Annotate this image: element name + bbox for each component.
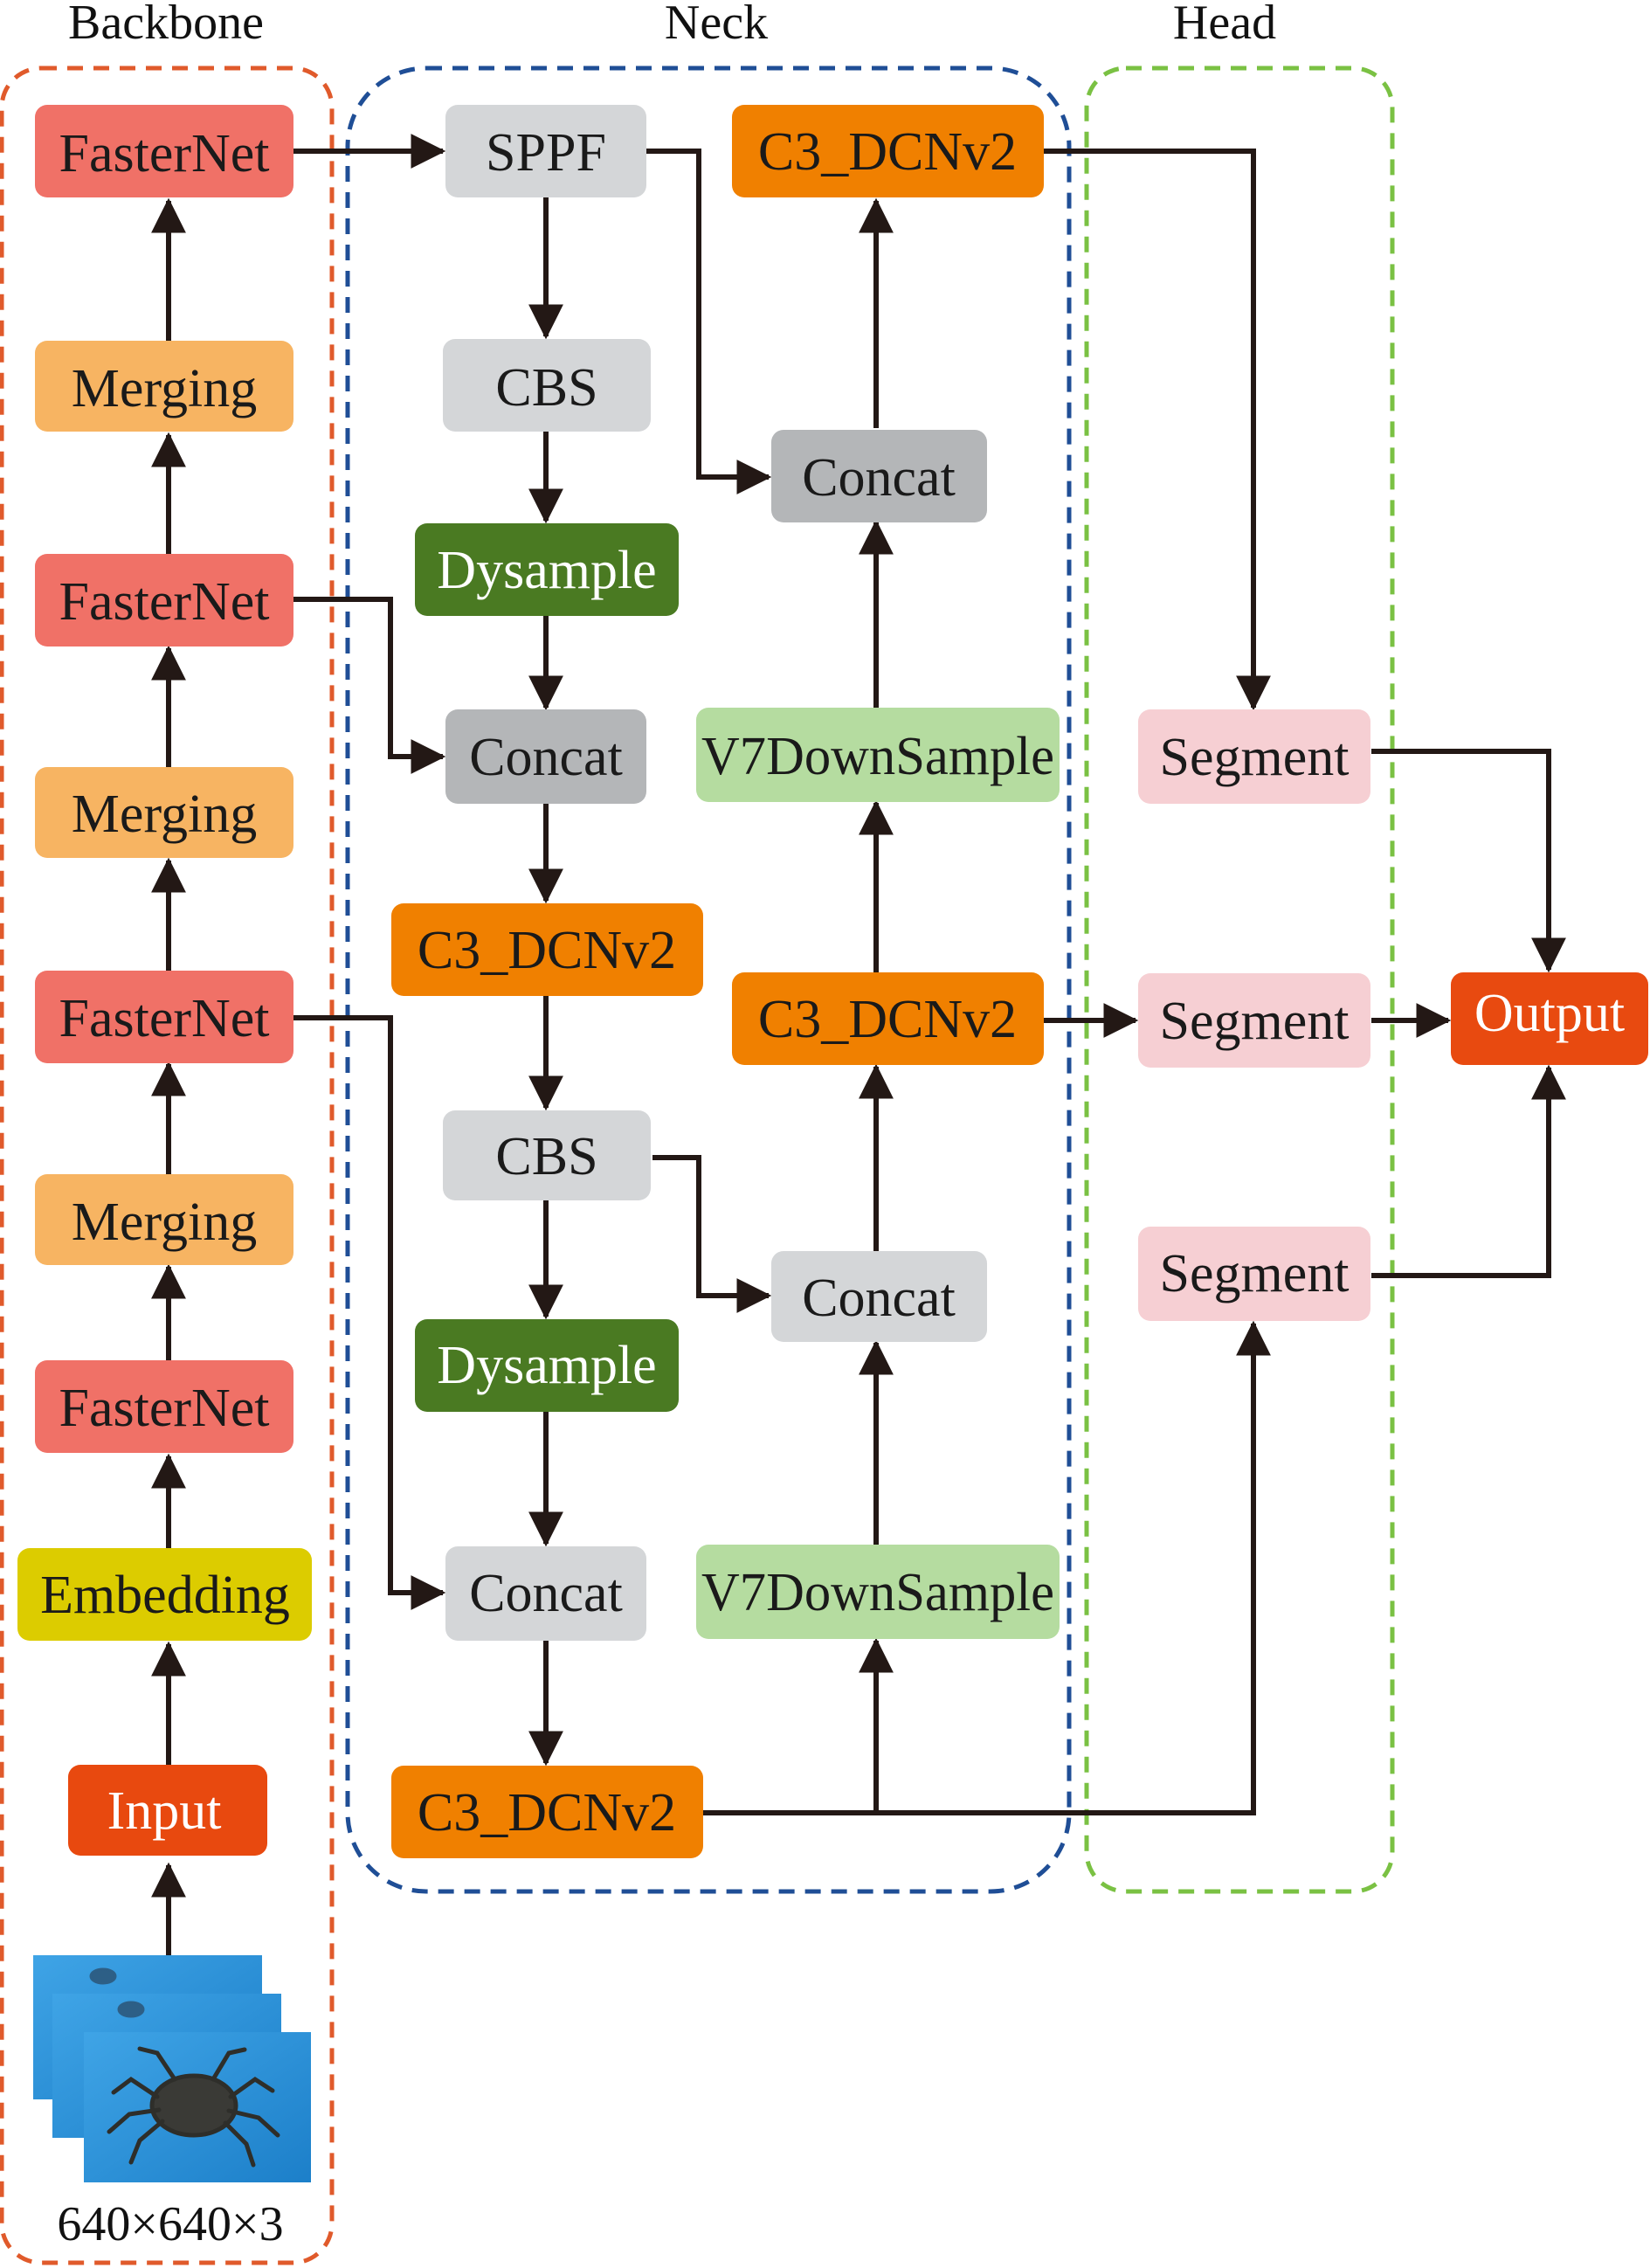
fasternet-block-3: FasterNet	[35, 554, 293, 647]
segment-label-1: Segment	[1160, 728, 1350, 787]
v7downsample-label-2: V7DownSample	[701, 727, 1054, 786]
output-block: Output	[1451, 972, 1648, 1065]
merging-block-2: Merging	[35, 767, 293, 858]
dysample-block-2: Dysample	[415, 1319, 679, 1412]
head-container	[1084, 66, 1395, 1894]
arrow-segment3-to-output	[1371, 1064, 1566, 1278]
fasternet-label-2: FasterNet	[59, 989, 269, 1048]
concat-label-2: Concat	[469, 1564, 623, 1623]
c3-dcnv2-label-1: C3_DCNv2	[418, 921, 676, 980]
backbone-container	[0, 66, 335, 2265]
arrow-c3dcnv2-2-to-segment3	[876, 1320, 1271, 1815]
concat-label-4: Concat	[802, 1269, 956, 1328]
merging-label-3: Merging	[72, 359, 257, 418]
head-title: Head	[1173, 0, 1276, 50]
merging-label-1: Merging	[72, 1193, 257, 1252]
arrow-sppf-to-concat3	[646, 149, 772, 494]
v7downsample-block-2: V7DownSample	[696, 708, 1060, 802]
neck-title: Neck	[665, 0, 768, 50]
segment-block-2: Segment	[1138, 973, 1370, 1068]
fasternet-label-4: FasterNet	[59, 124, 269, 183]
neck-blocks: SPPF CBS Dysample Concat C3_DCNv2 CBS Dy…	[391, 105, 1060, 1858]
fasternet-label-1: FasterNet	[59, 1379, 269, 1438]
merging-label-2: Merging	[72, 785, 257, 844]
concat-block-1: Concat	[445, 709, 646, 804]
concat-label-1: Concat	[469, 728, 623, 787]
dysample-label-1: Dysample	[437, 541, 656, 600]
crab-icon	[107, 2046, 280, 2168]
input-block: Input	[68, 1765, 267, 1856]
backbone-blocks: FasterNet Merging FasterNet Merging Fast…	[17, 105, 312, 2251]
arrow-cbs2-to-concat4	[652, 1155, 772, 1313]
arrow-c3dcnv2-2-to-v7down1	[703, 1637, 894, 1815]
connectors	[151, 134, 1566, 1957]
concat-block-3: Concat	[771, 430, 987, 522]
arrow-fasternet2-to-concat2	[293, 1015, 446, 1610]
v7downsample-label-1: V7DownSample	[701, 1563, 1054, 1622]
fasternet-block-2: FasterNet	[35, 971, 293, 1063]
sppf-block: SPPF	[445, 105, 646, 197]
embedding-block: Embedding	[17, 1548, 312, 1641]
input-label: Input	[107, 1781, 222, 1841]
concat-block-2: Concat	[445, 1546, 646, 1641]
concat-block-4: Concat	[771, 1251, 987, 1342]
c3-dcnv2-block-4: C3_DCNv2	[732, 105, 1044, 197]
arrow-segment1-to-output	[1371, 749, 1566, 973]
arrow-fasternet3-to-concat1	[293, 597, 446, 774]
cbs-label-1: CBS	[495, 358, 597, 418]
sppf-label: SPPF	[486, 123, 606, 183]
c3-dcnv2-block-1: C3_DCNv2	[391, 903, 703, 996]
c3-dcnv2-label-2: C3_DCNv2	[418, 1783, 676, 1843]
c3-dcnv2-block-3: C3_DCNv2	[732, 972, 1044, 1065]
segment-block-1: Segment	[1138, 709, 1370, 804]
fasternet-block-4: FasterNet	[35, 105, 293, 197]
c3-dcnv2-label-3: C3_DCNv2	[758, 990, 1017, 1049]
fasternet-label-3: FasterNet	[59, 572, 269, 632]
merging-block-1: Merging	[35, 1174, 293, 1265]
backbone-title: Backbone	[68, 0, 264, 50]
dysample-block-1: Dysample	[415, 523, 679, 616]
segment-label-3: Segment	[1160, 1244, 1350, 1303]
cbs-block-1: CBS	[443, 339, 651, 432]
merging-block-3: Merging	[35, 341, 293, 432]
c3-dcnv2-label-4: C3_DCNv2	[758, 122, 1017, 182]
crab-icon-small	[89, 1967, 145, 2018]
cbs-label-2: CBS	[495, 1127, 597, 1186]
input-image-caption: 640×640×3	[57, 2197, 283, 2251]
v7downsample-block-1: V7DownSample	[696, 1545, 1060, 1639]
fasternet-block-1: FasterNet	[35, 1360, 293, 1453]
arrow-c3dcnv2-4-to-segment1	[1044, 149, 1271, 711]
segment-label-2: Segment	[1160, 992, 1350, 1051]
concat-label-3: Concat	[802, 448, 956, 508]
head-blocks: Segment Segment Segment Output	[1138, 709, 1648, 1321]
embedding-label: Embedding	[40, 1566, 290, 1625]
c3-dcnv2-block-2: C3_DCNv2	[391, 1766, 703, 1858]
input-image-stack	[33, 1955, 311, 2182]
segment-block-3: Segment	[1138, 1227, 1370, 1321]
neck-container	[345, 66, 1072, 1894]
output-label: Output	[1474, 984, 1625, 1043]
cbs-block-2: CBS	[443, 1110, 651, 1200]
dysample-label-2: Dysample	[437, 1336, 656, 1395]
